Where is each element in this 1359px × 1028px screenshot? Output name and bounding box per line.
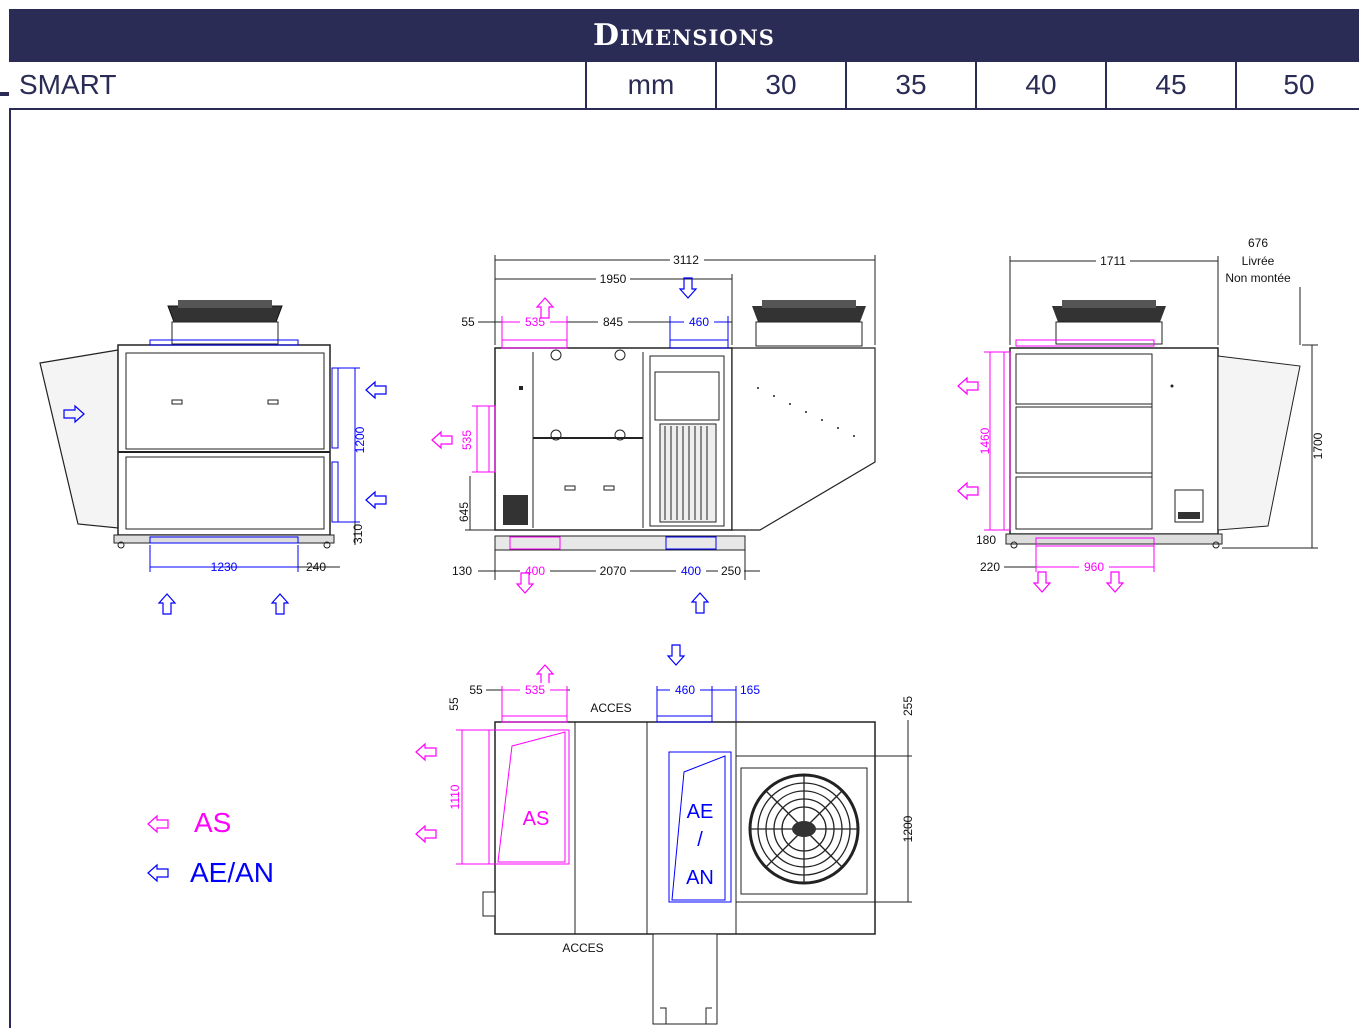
dim-front-400-right: 400 bbox=[681, 564, 701, 578]
right-side-view: 1711 676 Livrée Non montée bbox=[957, 236, 1325, 593]
size-cell-30: 30 bbox=[715, 62, 845, 108]
dim-right-960: 960 bbox=[1084, 560, 1104, 574]
dim-front-side-535: 535 bbox=[460, 430, 474, 450]
dim-front-3112: 3112 bbox=[673, 253, 699, 267]
dim-top-165: 165 bbox=[740, 683, 760, 697]
dim-top-1110: 1110 bbox=[448, 784, 462, 809]
dim-top-55-v: 55 bbox=[447, 697, 461, 711]
size-cell-35: 35 bbox=[845, 62, 975, 108]
left-side-view: 1200 310 1230 240 bbox=[39, 300, 387, 615]
dim-front-250: 250 bbox=[721, 564, 741, 578]
dim-front-845: 845 bbox=[603, 315, 623, 329]
legend-as-arrow-icon bbox=[147, 815, 169, 833]
dim-front-460: 460 bbox=[689, 315, 709, 329]
note-non-montee: Non montée bbox=[1225, 271, 1291, 285]
dim-top-55: 55 bbox=[469, 683, 483, 697]
dim-front-645: 645 bbox=[457, 502, 471, 522]
dim-front-55: 55 bbox=[461, 315, 475, 329]
legend-ae-an-label: AE/AN bbox=[190, 857, 274, 888]
tab-mark bbox=[0, 92, 9, 96]
size-cell-50: 50 bbox=[1235, 62, 1359, 108]
dim-front-130: 130 bbox=[452, 564, 472, 578]
model-label: SMART bbox=[19, 69, 117, 100]
dim-left-1230: 1230 bbox=[211, 560, 238, 574]
dim-front-535: 535 bbox=[525, 315, 545, 329]
top-an-label: AN bbox=[686, 867, 714, 889]
dim-top-535: 535 bbox=[525, 683, 545, 697]
dim-left-310: 310 bbox=[351, 524, 365, 544]
note-676: 676 bbox=[1248, 236, 1268, 250]
dim-right-1460: 1460 bbox=[978, 427, 992, 454]
dim-front-2070: 2070 bbox=[600, 564, 627, 578]
front-view: 3112 1950 55 535 845 460 bbox=[431, 253, 876, 614]
dim-right-220: 220 bbox=[980, 560, 1000, 574]
dim-right-180: 180 bbox=[976, 533, 996, 547]
note-livree: Livrée bbox=[1242, 254, 1275, 268]
page-title: Dimensions bbox=[9, 9, 1359, 62]
spec-header-row: SMART mm 30 35 40 45 50 bbox=[9, 62, 1359, 110]
unit-cell: mm bbox=[585, 62, 715, 108]
top-ae-label: AE bbox=[687, 801, 714, 823]
dim-top-1200: 1200 bbox=[901, 815, 915, 842]
dim-left-1200: 1200 bbox=[353, 426, 367, 453]
dim-right-1711: 1711 bbox=[1100, 254, 1126, 268]
legend: AS AE/AN bbox=[147, 807, 274, 888]
legend-as-label: AS bbox=[194, 807, 231, 838]
frame-left-border bbox=[9, 108, 11, 1028]
legend-ae-arrow-icon bbox=[147, 864, 169, 882]
dim-front-400-left: 400 bbox=[525, 564, 545, 578]
top-slash-label: / bbox=[697, 829, 703, 851]
top-as-label: AS bbox=[523, 808, 550, 830]
size-cell-40: 40 bbox=[975, 62, 1105, 108]
dim-top-255: 255 bbox=[901, 696, 915, 716]
top-view: 55 535 ACCES 460 165 55 255 bbox=[415, 644, 915, 1025]
dim-left-240: 240 bbox=[306, 560, 326, 574]
size-cell-45: 45 bbox=[1105, 62, 1235, 108]
acces-top-label: ACCES bbox=[590, 701, 631, 715]
acces-bottom-label: ACCES bbox=[562, 941, 603, 955]
dim-front-1950: 1950 bbox=[600, 272, 627, 286]
dim-top-460: 460 bbox=[675, 683, 695, 697]
dim-right-1700: 1700 bbox=[1311, 432, 1325, 459]
